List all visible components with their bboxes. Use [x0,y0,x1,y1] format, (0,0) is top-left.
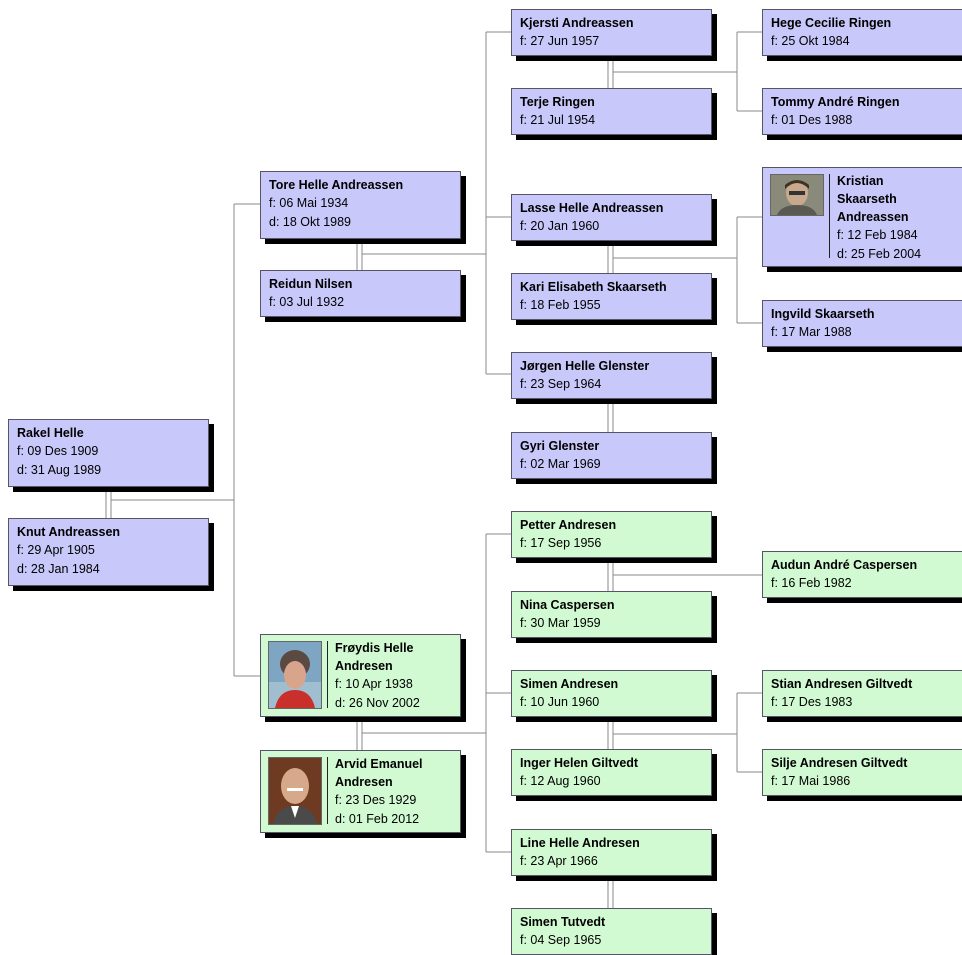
person-name: Silje Andresen Giltvedt [771,756,908,770]
birth-date: f: 17 Mai 1986 [771,774,851,788]
birth-date: f: 01 Des 1988 [771,113,853,127]
person-name: Nina Caspersen [520,598,615,612]
person-card-kari-elisabeth-skaarseth[interactable]: Kari Elisabeth Skaarseth f: 18 Feb 1955 [511,273,712,320]
person-card-hege-cecilie-ringen[interactable]: Hege Cecilie Ringen f: 25 Okt 1984 [762,9,962,56]
person-card-reidun-nilsen[interactable]: Reidun Nilsen f: 03 Jul 1932 [260,270,461,317]
person-name-line-1: Kristian [837,174,884,188]
birth-date: f: 06 Mai 1934 [269,196,349,210]
birth-date: f: 12 Aug 1960 [520,774,601,788]
person-card-froydis-helle-andresen[interactable]: Frøydis Helle Andresen f: 10 Apr 1938 d:… [260,634,461,717]
person-card-jorgen-helle-glenster[interactable]: Jørgen Helle Glenster f: 23 Sep 1964 [511,352,712,399]
birth-date: f: 17 Sep 1956 [520,536,602,550]
person-name: Gyri Glenster [520,439,600,453]
person-card-petter-andresen[interactable]: Petter Andresen f: 17 Sep 1956 [511,511,712,558]
person-card-line-helle-andresen[interactable]: Line Helle Andresen f: 23 Apr 1966 [511,829,712,876]
person-name: Terje Ringen [520,95,595,109]
death-date: d: 31 Aug 1989 [17,463,102,477]
person-card-simen-tutvedt[interactable]: Simen Tutvedt f: 04 Sep 1965 [511,908,712,955]
birth-date: f: 20 Jan 1960 [520,219,600,233]
person-card-arvid-emanuel-andresen[interactable]: Arvid Emanuel Andresen f: 23 Des 1929 d:… [260,750,461,833]
photo-divider [829,174,830,258]
person-name: Kjersti Andreassen [520,16,634,30]
birth-date: f: 02 Mar 1969 [520,457,601,471]
person-name-line-3: Andreassen [837,210,909,224]
person-name: Petter Andresen [520,518,617,532]
person-name: Knut Andreassen [17,525,121,539]
person-name: Stian Andresen Giltvedt [771,677,913,691]
person-name: Simen Tutvedt [520,915,606,929]
portrait-photo [770,174,824,216]
person-card-tore-helle-andreassen[interactable]: Tore Helle Andreassen f: 06 Mai 1934 d: … [260,171,461,239]
person-name-line-1: Arvid Emanuel [335,757,423,771]
death-date: d: 01 Feb 2012 [335,812,420,826]
death-date: d: 26 Nov 2002 [335,696,420,710]
birth-date: f: 04 Sep 1965 [520,933,602,947]
person-name: Jørgen Helle Glenster [520,359,650,373]
person-name: Reidun Nilsen [269,277,353,291]
birth-date: f: 23 Apr 1966 [520,854,598,868]
birth-date: f: 12 Feb 1984 [837,228,918,242]
person-name: Kari Elisabeth Skaarseth [520,280,667,294]
birth-date: f: 21 Jul 1954 [520,113,596,127]
person-name: Tommy André Ringen [771,95,900,109]
birth-date: f: 23 Des 1929 [335,793,417,807]
person-card-audun-andre-caspersen[interactable]: Audun André Caspersen f: 16 Feb 1982 [762,551,962,598]
birth-date: f: 17 Des 1983 [771,695,853,709]
person-name: Simen Andresen [520,677,619,691]
person-card-kjersti-andreassen[interactable]: Kjersti Andreassen f: 27 Jun 1957 [511,9,712,56]
person-name: Line Helle Andresen [520,836,640,850]
birth-date: f: 25 Okt 1984 [771,34,850,48]
person-card-lasse-helle-andreassen[interactable]: Lasse Helle Andreassen f: 20 Jan 1960 [511,194,712,241]
birth-date: f: 03 Jul 1932 [269,295,345,309]
person-card-nina-caspersen[interactable]: Nina Caspersen f: 30 Mar 1959 [511,591,712,638]
person-card-ingvild-skaarseth[interactable]: Ingvild Skaarseth f: 17 Mar 1988 [762,300,962,347]
person-card-kristian-skaarseth-andreassen[interactable]: Kristian Skaarseth Andreassen f: 12 Feb … [762,167,962,267]
death-date: d: 18 Okt 1989 [269,215,352,229]
birth-date: f: 23 Sep 1964 [520,377,602,391]
person-card-tommy-andre-ringen[interactable]: Tommy André Ringen f: 01 Des 1988 [762,88,962,135]
person-name-line-2: Skaarseth [837,192,897,206]
birth-date: f: 09 Des 1909 [17,444,99,458]
person-card-rakel-helle[interactable]: Rakel Helle f: 09 Des 1909 d: 31 Aug 198… [8,419,209,487]
person-card-inger-helen-giltvedt[interactable]: Inger Helen Giltvedt f: 12 Aug 1960 [511,749,712,796]
person-name: Hege Cecilie Ringen [771,16,892,30]
person-name: Inger Helen Giltvedt [520,756,639,770]
person-card-silje-andresen-giltvedt[interactable]: Silje Andresen Giltvedt f: 17 Mai 1986 [762,749,962,796]
birth-date: f: 29 Apr 1905 [17,543,95,557]
portrait-photo [268,757,322,825]
birth-date: f: 10 Jun 1960 [520,695,600,709]
death-date: d: 28 Jan 1984 [17,562,100,576]
birth-date: f: 27 Jun 1957 [520,34,600,48]
person-card-gyri-glenster[interactable]: Gyri Glenster f: 02 Mar 1969 [511,432,712,479]
birth-date: f: 16 Feb 1982 [771,576,852,590]
person-name-line-2: Andresen [335,659,393,673]
person-name: Ingvild Skaarseth [771,307,875,321]
person-card-simen-andresen[interactable]: Simen Andresen f: 10 Jun 1960 [511,670,712,717]
photo-divider [327,757,328,824]
person-name: Lasse Helle Andreassen [520,201,664,215]
birth-date: f: 10 Apr 1938 [335,677,413,691]
death-date: d: 25 Feb 2004 [837,247,922,261]
portrait-photo [268,641,322,709]
person-name-line-2: Andresen [335,775,393,789]
person-card-stian-andresen-giltvedt[interactable]: Stian Andresen Giltvedt f: 17 Des 1983 [762,670,962,717]
person-card-knut-andreassen[interactable]: Knut Andreassen f: 29 Apr 1905 d: 28 Jan… [8,518,209,586]
birth-date: f: 30 Mar 1959 [520,616,601,630]
person-card-terje-ringen[interactable]: Terje Ringen f: 21 Jul 1954 [511,88,712,135]
person-name: Rakel Helle [17,426,84,440]
person-name: Tore Helle Andreassen [269,178,404,192]
photo-divider [327,641,328,708]
birth-date: f: 17 Mar 1988 [771,325,852,339]
birth-date: f: 18 Feb 1955 [520,298,601,312]
person-name: Audun André Caspersen [771,558,918,572]
person-name-line-1: Frøydis Helle [335,641,414,655]
